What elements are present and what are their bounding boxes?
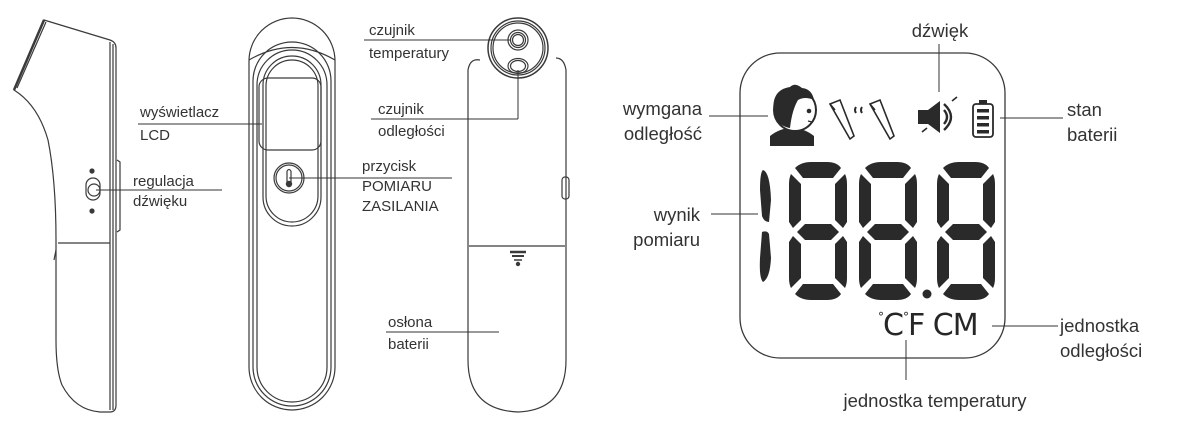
label-line: jednostka xyxy=(1060,315,1140,336)
label-line: regulacja xyxy=(133,173,194,190)
label-line: jednostka temperatury xyxy=(843,390,1027,411)
label-line: ZASILANIA xyxy=(362,198,439,215)
label-line: POMIARU xyxy=(362,178,433,195)
lcd-panel xyxy=(709,44,1063,380)
lcd-leader-lines xyxy=(709,44,1063,380)
label-line: baterii xyxy=(1067,124,1118,145)
label-measurement-result: wynik pomiaru xyxy=(600,202,700,252)
label-line: dźwięk xyxy=(911,20,969,41)
label-distance-sensor: czujnik odległości xyxy=(378,100,445,142)
label-measure-power-button: przycisk POMIARU ZASILANIA xyxy=(362,157,439,217)
label-distance-unit: jednostka odległości xyxy=(1060,313,1142,363)
lcd-unit-indicators: °C°F CM xyxy=(878,308,979,343)
label-line: odległości xyxy=(1060,340,1143,361)
device-leader-lines xyxy=(96,39,519,333)
label-line: wynik xyxy=(653,204,700,225)
label-line: odległość xyxy=(623,123,702,144)
label-line: czujnik xyxy=(378,101,424,118)
unit-fahrenheit: F xyxy=(907,308,925,343)
label-line: pomiaru xyxy=(633,229,700,250)
degree-symbol: ° xyxy=(902,310,909,324)
unit-centimeters: CM xyxy=(932,308,979,343)
label-line: dźwięku xyxy=(133,193,188,210)
label-sound: dźwięk xyxy=(890,18,990,43)
label-temperature-sensor: czujnik temperatury xyxy=(369,21,449,64)
side-view-device xyxy=(12,19,121,413)
child-face-icon xyxy=(770,84,817,146)
label-line: stan xyxy=(1067,99,1102,120)
label-temperature-unit: jednostka temperatury xyxy=(800,388,1070,413)
label-required-distance: wymgana odległość xyxy=(590,96,702,146)
label-line: temperatury xyxy=(369,45,450,62)
battery-icon xyxy=(972,100,994,138)
label-line: wyświetlacz xyxy=(140,104,220,121)
label-battery-cover: osłona baterii xyxy=(388,313,432,355)
label-line: osłona xyxy=(388,314,433,331)
speaker-sound-icon xyxy=(918,96,958,133)
label-line: czujnik xyxy=(369,22,415,39)
front-view-device xyxy=(248,17,336,411)
label-sound-control: regulacja dźwięku xyxy=(133,172,194,212)
label-lcd-display: wyświetlacz LCD xyxy=(140,103,219,146)
label-line: baterii xyxy=(388,336,429,353)
unit-celsius: C xyxy=(883,308,904,343)
thermometer-probe-icon xyxy=(828,98,895,141)
label-line: LCD xyxy=(140,127,171,144)
lcd-digits xyxy=(759,162,995,300)
label-line: przycisk xyxy=(362,158,417,175)
label-line: wymgana xyxy=(622,98,702,119)
degree-symbol: ° xyxy=(878,310,884,324)
label-line: odległości xyxy=(378,123,445,140)
label-battery-status: stan baterii xyxy=(1067,97,1117,147)
